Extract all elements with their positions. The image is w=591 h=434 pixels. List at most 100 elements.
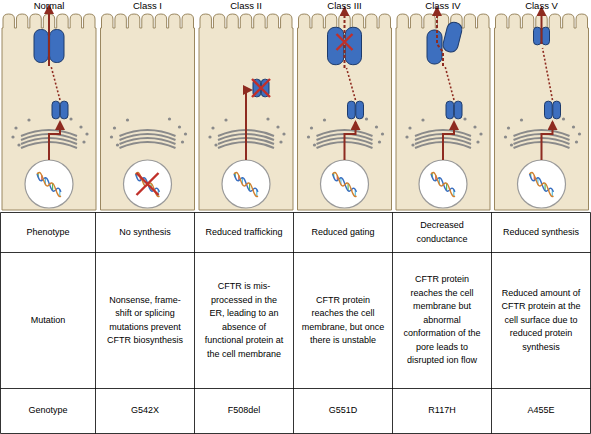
cell-panel: Class III (298, 0, 392, 210)
golgi-vesicle (184, 132, 187, 135)
golgi-vesicle (572, 125, 575, 128)
golgi-vesicle (82, 140, 85, 143)
table-cell: A455E (492, 389, 591, 434)
table-cell: F508del (195, 389, 294, 434)
row-heading: Phenotype (1, 213, 96, 253)
transport-arrow (48, 6, 50, 66)
table-cell: G551D (294, 389, 393, 434)
golgi-vesicle (562, 117, 565, 120)
golgi-vesicle (510, 143, 513, 146)
golgi-vesicle (208, 135, 211, 138)
transport-arrow (344, 8, 346, 68)
table-rule (1, 212, 591, 213)
nucleus (321, 160, 369, 208)
column-heading: Class I (101, 0, 195, 11)
nucleus (25, 160, 73, 208)
protein-half (542, 27, 550, 45)
golgi-vesicle (375, 125, 378, 128)
table-rule (1, 388, 591, 389)
dna-strand (333, 174, 357, 192)
golgi-vesicle (116, 143, 119, 146)
transport-arrow (246, 90, 251, 160)
table-cell: Reduced amount of CFTR protein at the ce… (492, 253, 591, 389)
golgi-vesicle (520, 118, 523, 121)
golgi-vesicle (282, 132, 285, 135)
dna-strand (136, 172, 160, 196)
golgi-vesicle (69, 117, 72, 120)
golgi-vesicle (113, 126, 116, 129)
nucleus (419, 160, 467, 208)
table-rule (1, 252, 591, 253)
cell-illustration (298, 8, 392, 210)
dna-strand (431, 172, 455, 196)
protein-half (553, 101, 561, 119)
row-heading: Genotype (1, 389, 96, 434)
table-rule (95, 213, 96, 434)
transport-arrow (49, 122, 60, 160)
golgi-vesicle (214, 143, 217, 146)
cell-body (101, 14, 195, 210)
golgi-vesicle (178, 125, 181, 128)
block-cross (337, 34, 353, 50)
table-rule (293, 213, 294, 434)
golgi-vesicle (276, 125, 279, 128)
cell-illustration (396, 8, 490, 210)
protein-half (442, 21, 464, 54)
cell-panel: Class II (199, 0, 293, 210)
cell-illustration (495, 8, 589, 210)
dna-strand (37, 172, 61, 196)
protein-half (60, 101, 68, 119)
golgi-vesicle (313, 143, 316, 146)
cftr-deformed (427, 21, 463, 64)
dna-strand (234, 174, 258, 192)
table-cell: CFTR is mis-processed in the ER, leading… (195, 253, 294, 389)
column-heading: Class IV (396, 0, 490, 11)
nucleus (518, 160, 566, 208)
golgi-vesicle (507, 126, 510, 129)
golgi-vesicle (476, 140, 479, 143)
golgi-vesicle (110, 135, 113, 138)
golgi-vesicle (79, 125, 82, 128)
row-heading: Mutation (1, 253, 96, 389)
protein-half (446, 101, 454, 119)
cell-body (199, 14, 293, 210)
table-rule (392, 213, 393, 434)
protein-half (34, 30, 48, 63)
transport-arrow (345, 122, 356, 160)
column-heading: Class III (298, 0, 392, 11)
golgi-vesicle (578, 132, 581, 135)
golgi-vesicle (421, 118, 424, 121)
cftr-misfolded (253, 79, 269, 97)
column-heading: Class II (199, 0, 293, 11)
golgi-vesicle (85, 132, 88, 135)
table-cell: Decreased conductance (393, 213, 492, 253)
cftr-vesicle (52, 101, 68, 119)
golgi-vesicle (211, 126, 214, 129)
table-cell: Reduced synthesis (492, 213, 591, 253)
table-rule (194, 213, 195, 434)
nucleus (124, 160, 172, 208)
cell-panel: Class V (495, 0, 589, 210)
cell-body (298, 14, 392, 210)
table-rule (0, 213, 1, 434)
table-cell: Reduced gating (294, 213, 393, 253)
golgi-vesicle (168, 117, 171, 120)
transport-path (51, 66, 60, 100)
transport-path (445, 66, 454, 100)
golgi-vesicle (14, 126, 17, 129)
golgi-vesicle (408, 126, 411, 129)
table-cell: CFTR protein reaches the cell membrane b… (393, 253, 492, 389)
cftr-vesicle (545, 101, 561, 119)
golgi-vesicle (575, 140, 578, 143)
cell-panel: Normal (2, 0, 96, 210)
golgi-vesicle (11, 135, 14, 138)
cftr-vesicle (348, 101, 364, 119)
protein-half (427, 30, 442, 64)
golgi-vesicle (365, 117, 368, 120)
transport-arrow (541, 8, 543, 44)
column-heading: Normal (2, 0, 96, 11)
block-cross (252, 79, 270, 97)
dna-strand (37, 174, 61, 192)
cell-panel: Class I (101, 0, 195, 210)
